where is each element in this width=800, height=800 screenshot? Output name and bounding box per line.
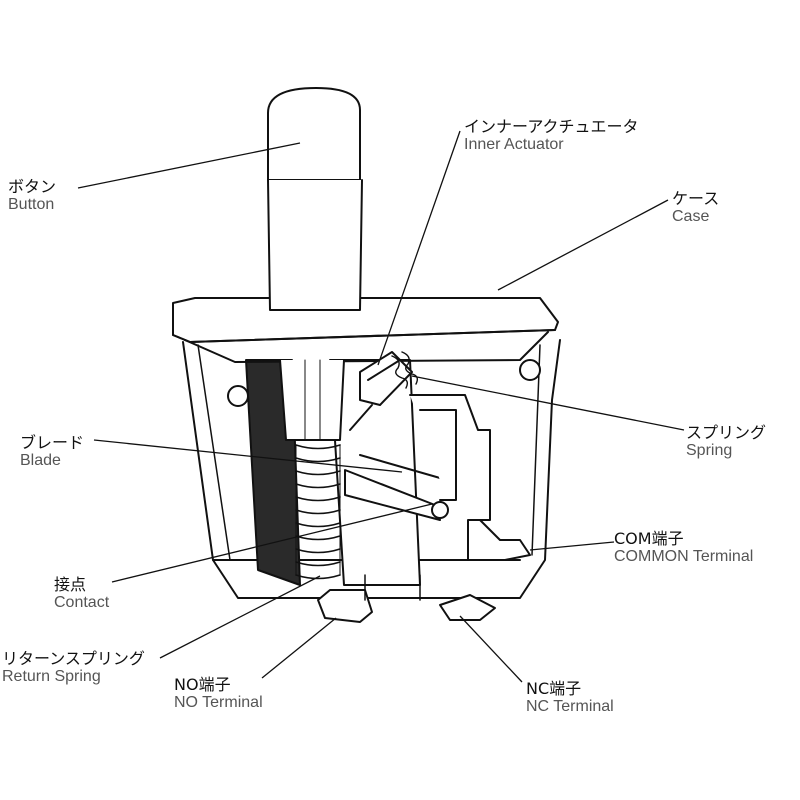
label-case: ケース Case — [672, 189, 720, 227]
label-return-spring-jp: リターンスプリング — [2, 649, 145, 668]
bottom-terminals — [317, 574, 496, 623]
label-case-jp: ケース — [672, 189, 720, 208]
label-inner-actuator-en: Inner Actuator — [464, 136, 564, 154]
label-blade-jp: ブレード — [20, 433, 85, 452]
leader-return — [159, 575, 321, 659]
terminals-right — [409, 394, 531, 561]
leader-blade — [93, 439, 403, 473]
pivot-right — [519, 359, 541, 381]
label-contact-jp: 接点 — [54, 575, 87, 594]
label-no-terminal-en: NO Terminal — [174, 694, 263, 712]
label-nc-terminal: NC端子 NC Terminal — [526, 679, 614, 717]
label-com: COM端子 COMMON Terminal — [614, 529, 754, 567]
label-inner-actuator-jp: インナーアクチュエータ — [464, 117, 639, 136]
label-case-en: Case — [672, 208, 710, 226]
label-inner-actuator: インナーアクチュエータ Inner Actuator — [464, 117, 639, 155]
leader-contact — [111, 503, 433, 583]
label-no-terminal-jp: NO端子 — [174, 675, 231, 694]
label-button-jp: ボタン — [8, 177, 57, 196]
return-spring-coils — [295, 444, 341, 580]
label-return-spring: リターンスプリング Return Spring — [2, 649, 145, 687]
label-spring: スプリング Spring — [686, 423, 767, 461]
button-shape — [267, 87, 363, 311]
leader-com — [529, 541, 615, 551]
leader-no — [261, 617, 337, 679]
label-nc-terminal-jp: NC端子 — [526, 679, 582, 698]
label-nc-terminal-en: NC Terminal — [526, 698, 614, 716]
label-contact: 接点 Contact — [54, 575, 110, 613]
label-blade-en: Blade — [20, 452, 61, 470]
label-no-terminal: NO端子 NO Terminal — [174, 675, 263, 713]
label-com-jp: COM端子 — [614, 529, 684, 548]
leader-inner — [377, 130, 461, 366]
label-button: ボタン Button — [8, 177, 57, 215]
pivot-left — [227, 385, 249, 407]
leader-case — [497, 199, 669, 291]
label-spring-en: Spring — [686, 442, 733, 460]
label-com-en: COMMON Terminal — [614, 548, 754, 566]
label-button-en: Button — [8, 196, 55, 214]
label-spring-jp: スプリング — [686, 423, 767, 442]
label-contact-en: Contact — [54, 594, 110, 612]
label-return-spring-en: Return Spring — [2, 668, 101, 686]
leader-button — [77, 142, 301, 189]
leader-spring — [411, 375, 685, 431]
label-blade: ブレード Blade — [20, 433, 85, 471]
leader-nc — [459, 615, 523, 683]
